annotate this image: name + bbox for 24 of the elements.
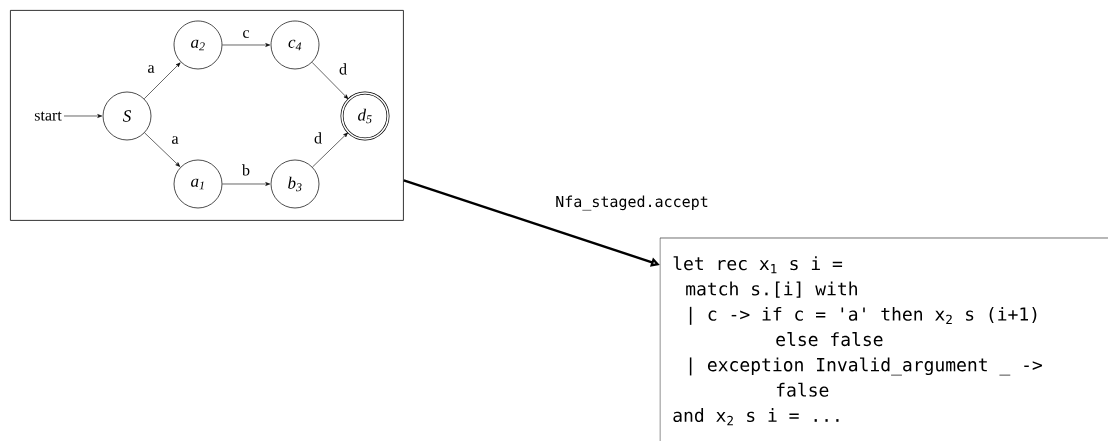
arrow bbox=[63, 114, 103, 118]
code-line: and x$_{2}$ s i = ... bbox=[673, 408, 839, 426]
diagram-frame bbox=[10, 10, 404, 221]
edge-label: d bbox=[313, 131, 323, 145]
accept-state: d$_{5}$ bbox=[340, 91, 390, 141]
code-line: | exception Invalid_argument _ -> bbox=[689, 357, 1042, 376]
edge-label: a bbox=[146, 64, 156, 74]
arrow bbox=[222, 182, 271, 186]
edge-label: d bbox=[338, 62, 348, 76]
arrow bbox=[143, 62, 181, 100]
edge-label: a bbox=[170, 135, 180, 145]
edge-label: Nfa_staged.accept bbox=[554, 194, 710, 212]
arrow bbox=[311, 62, 349, 100]
start-label: start bbox=[34, 111, 62, 121]
edge-label: b bbox=[241, 163, 251, 177]
arrow bbox=[144, 132, 181, 167]
edge-label: c bbox=[241, 29, 251, 39]
code-line: | c -> if c = 'a' then x$_{2}$ s (i+1) bbox=[689, 306, 1037, 325]
code-line: let rec x$_{1}$ s i = bbox=[673, 256, 843, 274]
code-line: match s.[i] with bbox=[686, 281, 857, 298]
arrow bbox=[222, 43, 271, 47]
arrow bbox=[312, 132, 348, 168]
code-line: else false bbox=[776, 332, 883, 347]
code-line: false bbox=[776, 382, 829, 397]
